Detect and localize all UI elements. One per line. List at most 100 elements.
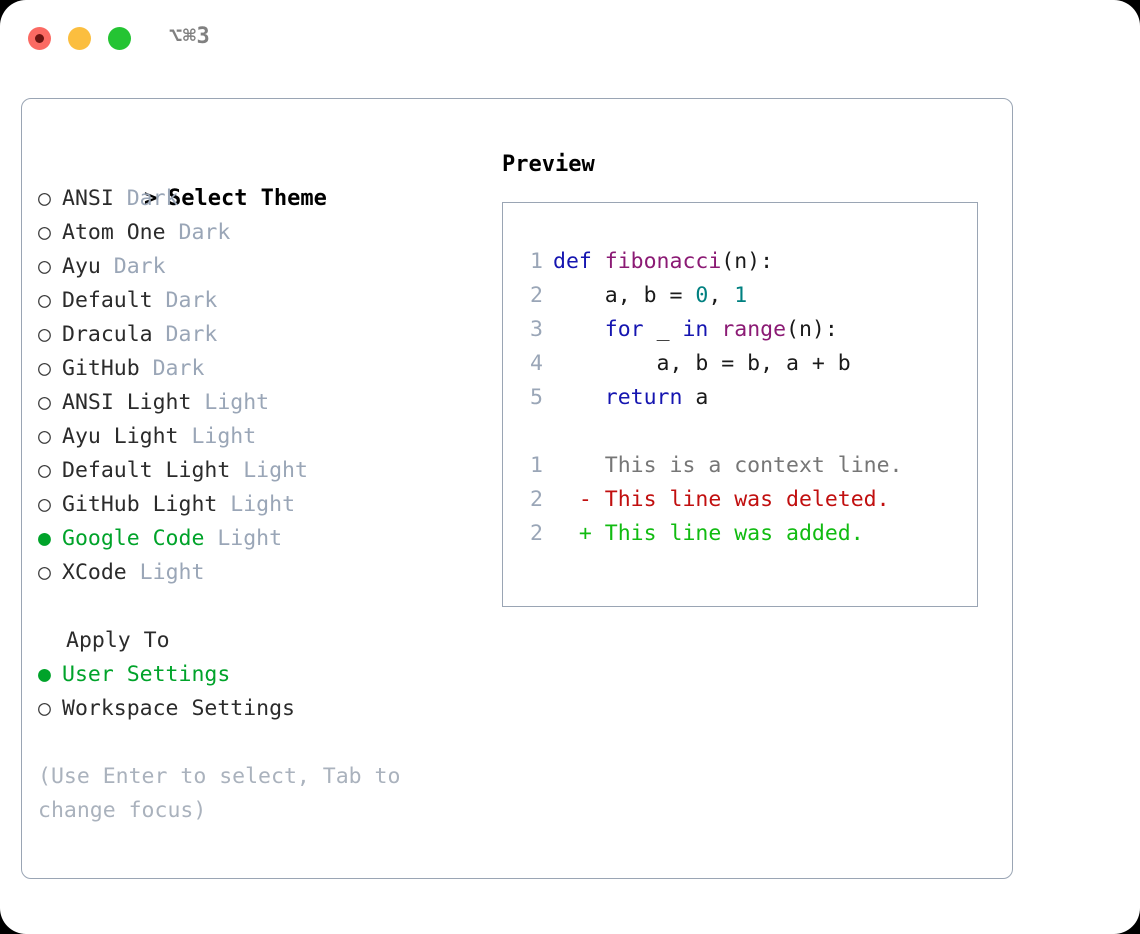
preview-title: Preview	[502, 152, 595, 177]
theme-option-category: Light	[191, 390, 270, 415]
theme-option-ansi-light[interactable]: ○ ANSI Light Light	[38, 386, 488, 420]
theme-option-github[interactable]: ○GitHub Dark	[38, 352, 488, 386]
radio-unselected-icon: ○	[38, 322, 51, 347]
prompt-caret-icon: >	[143, 186, 158, 211]
code-line: 4 a, b = b, a + b	[521, 347, 977, 381]
theme-option-name: ANSI Light	[62, 390, 192, 415]
theme-option-category: Light	[178, 424, 257, 449]
maximize-window-button[interactable]	[108, 27, 131, 50]
theme-option-category: Light	[204, 526, 283, 551]
radio-unselected-icon: ○	[38, 186, 51, 211]
theme-option-category: Light	[217, 492, 296, 517]
theme-option-github-light[interactable]: ○ GitHub Light Light	[38, 488, 488, 522]
diff-line-number: 1	[530, 453, 543, 478]
radio-selected-icon: ●	[38, 526, 51, 551]
diff-line: 2 - This line was deleted.	[521, 483, 977, 517]
diff-sample: 1 This is a context line.2 - This line w…	[521, 449, 977, 551]
theme-option-xcode[interactable]: ○ XCode Light	[38, 556, 488, 590]
diff-sign: -	[553, 487, 605, 512]
code-token-fn: fibonacci	[604, 249, 722, 274]
apply-to-option-workspace-settings[interactable]: ○ Workspace Settings	[38, 692, 488, 726]
code-diff-spacer	[521, 415, 977, 449]
title-bar: ⌥⌘3	[0, 0, 1140, 78]
radio-unselected-icon: ○	[38, 492, 51, 517]
code-token-num: 1	[734, 283, 748, 308]
apply-to-option-list: ●User Settings ○ Workspace Settings	[38, 658, 488, 726]
radio-unselected-icon: ○	[38, 458, 51, 483]
diff-line-number: 2	[530, 487, 543, 512]
code-token-pl	[553, 317, 605, 342]
radio-unselected-icon: ○	[38, 696, 51, 721]
theme-selector-panel: >Select Theme ○ANSI Dark○Atom One Dark○A…	[21, 98, 1013, 879]
diff-text: This line was added.	[604, 521, 864, 546]
theme-option-category: Light	[126, 560, 205, 585]
theme-option-name: GitHub Light	[62, 492, 218, 517]
apply-to-option-user-settings[interactable]: ●User Settings	[38, 658, 488, 692]
code-line: 3 for _ in range(n):	[521, 313, 977, 347]
code-token-pl: a	[682, 385, 709, 410]
diff-sign	[553, 453, 605, 478]
code-token-pl	[553, 385, 605, 410]
theme-option-name: XCode	[62, 560, 127, 585]
code-line-number: 2	[530, 283, 543, 308]
code-token-pl	[708, 317, 721, 342]
diff-line: 1 This is a context line.	[521, 449, 977, 483]
theme-option-atom-one[interactable]: ○Atom One Dark	[38, 216, 488, 250]
code-token-pl: (n):	[721, 249, 774, 274]
code-line: 5 return a	[521, 381, 977, 415]
code-token-fn: range	[721, 317, 787, 342]
theme-option-name: Dracula	[62, 322, 153, 347]
theme-option-name: Ayu	[62, 254, 101, 279]
radio-unselected-icon: ○	[38, 390, 51, 415]
theme-option-google-code[interactable]: ● Google Code Light	[38, 522, 488, 556]
diff-text: This is a context line.	[604, 453, 903, 478]
code-line-number: 1	[530, 249, 543, 274]
close-window-button[interactable]	[28, 27, 51, 50]
radio-unselected-icon: ○	[38, 254, 51, 279]
theme-option-ansi[interactable]: ○ ANSI Dark	[38, 182, 488, 216]
theme-option-dracula[interactable]: ○Dracula Dark	[38, 318, 488, 352]
theme-option-default-light[interactable]: ○Default Light Light	[38, 454, 488, 488]
diff-line-number: 2	[530, 521, 543, 546]
theme-option-name: Default	[62, 288, 153, 313]
diff-text: This line was deleted.	[604, 487, 890, 512]
theme-option-category: Dark	[139, 356, 205, 381]
theme-option-default[interactable]: ○ Default Dark	[38, 284, 488, 318]
theme-option-category: Light	[230, 458, 308, 483]
theme-list-column: >Select Theme ○ANSI Dark○Atom One Dark○A…	[38, 148, 488, 828]
code-line: 2 a, b = 0, 1	[521, 279, 977, 313]
code-token-pl: ,	[708, 283, 735, 308]
theme-option-name: ANSI	[62, 186, 114, 211]
code-token-num: 0	[695, 283, 709, 308]
code-token-kw: return	[604, 385, 683, 410]
radio-unselected-icon: ○	[38, 288, 51, 313]
window-shortcut-label: ⌥⌘3	[169, 24, 211, 49]
theme-option-name: GitHub	[62, 356, 140, 381]
apply-to-option-name: User Settings	[62, 662, 231, 687]
keyboard-hint-text: (Use Enter to select, Tab to change focu…	[38, 764, 414, 823]
radio-unselected-icon: ○	[38, 560, 51, 585]
theme-option-category: Dark	[113, 186, 179, 211]
diff-line: 2 + This line was added.	[521, 517, 977, 551]
theme-list-header: > Select Theme	[38, 148, 488, 211]
code-line-number: 3	[530, 317, 543, 342]
code-token-pl: _	[643, 317, 683, 342]
apply-to-option-name: Workspace Settings	[62, 696, 295, 721]
code-token-pl: a, b = b, a + b	[553, 351, 851, 376]
code-token-kw: def	[553, 249, 605, 274]
theme-option-ayu-light[interactable]: ○ Ayu Light Light	[38, 420, 488, 454]
theme-option-category: Dark	[165, 220, 231, 245]
diff-sign: +	[553, 521, 605, 546]
minimize-window-button[interactable]	[68, 27, 91, 50]
radio-unselected-icon: ○	[38, 424, 51, 449]
theme-option-name: Google Code	[62, 526, 205, 551]
radio-unselected-icon: ○	[38, 220, 51, 245]
code-token-pl: (n):	[786, 317, 838, 342]
theme-option-category: Dark	[152, 288, 218, 313]
theme-option-ayu[interactable]: ○Ayu Dark	[38, 250, 488, 284]
theme-option-name: Ayu Light	[62, 424, 179, 449]
theme-list-header-label: Select Theme	[167, 186, 327, 211]
